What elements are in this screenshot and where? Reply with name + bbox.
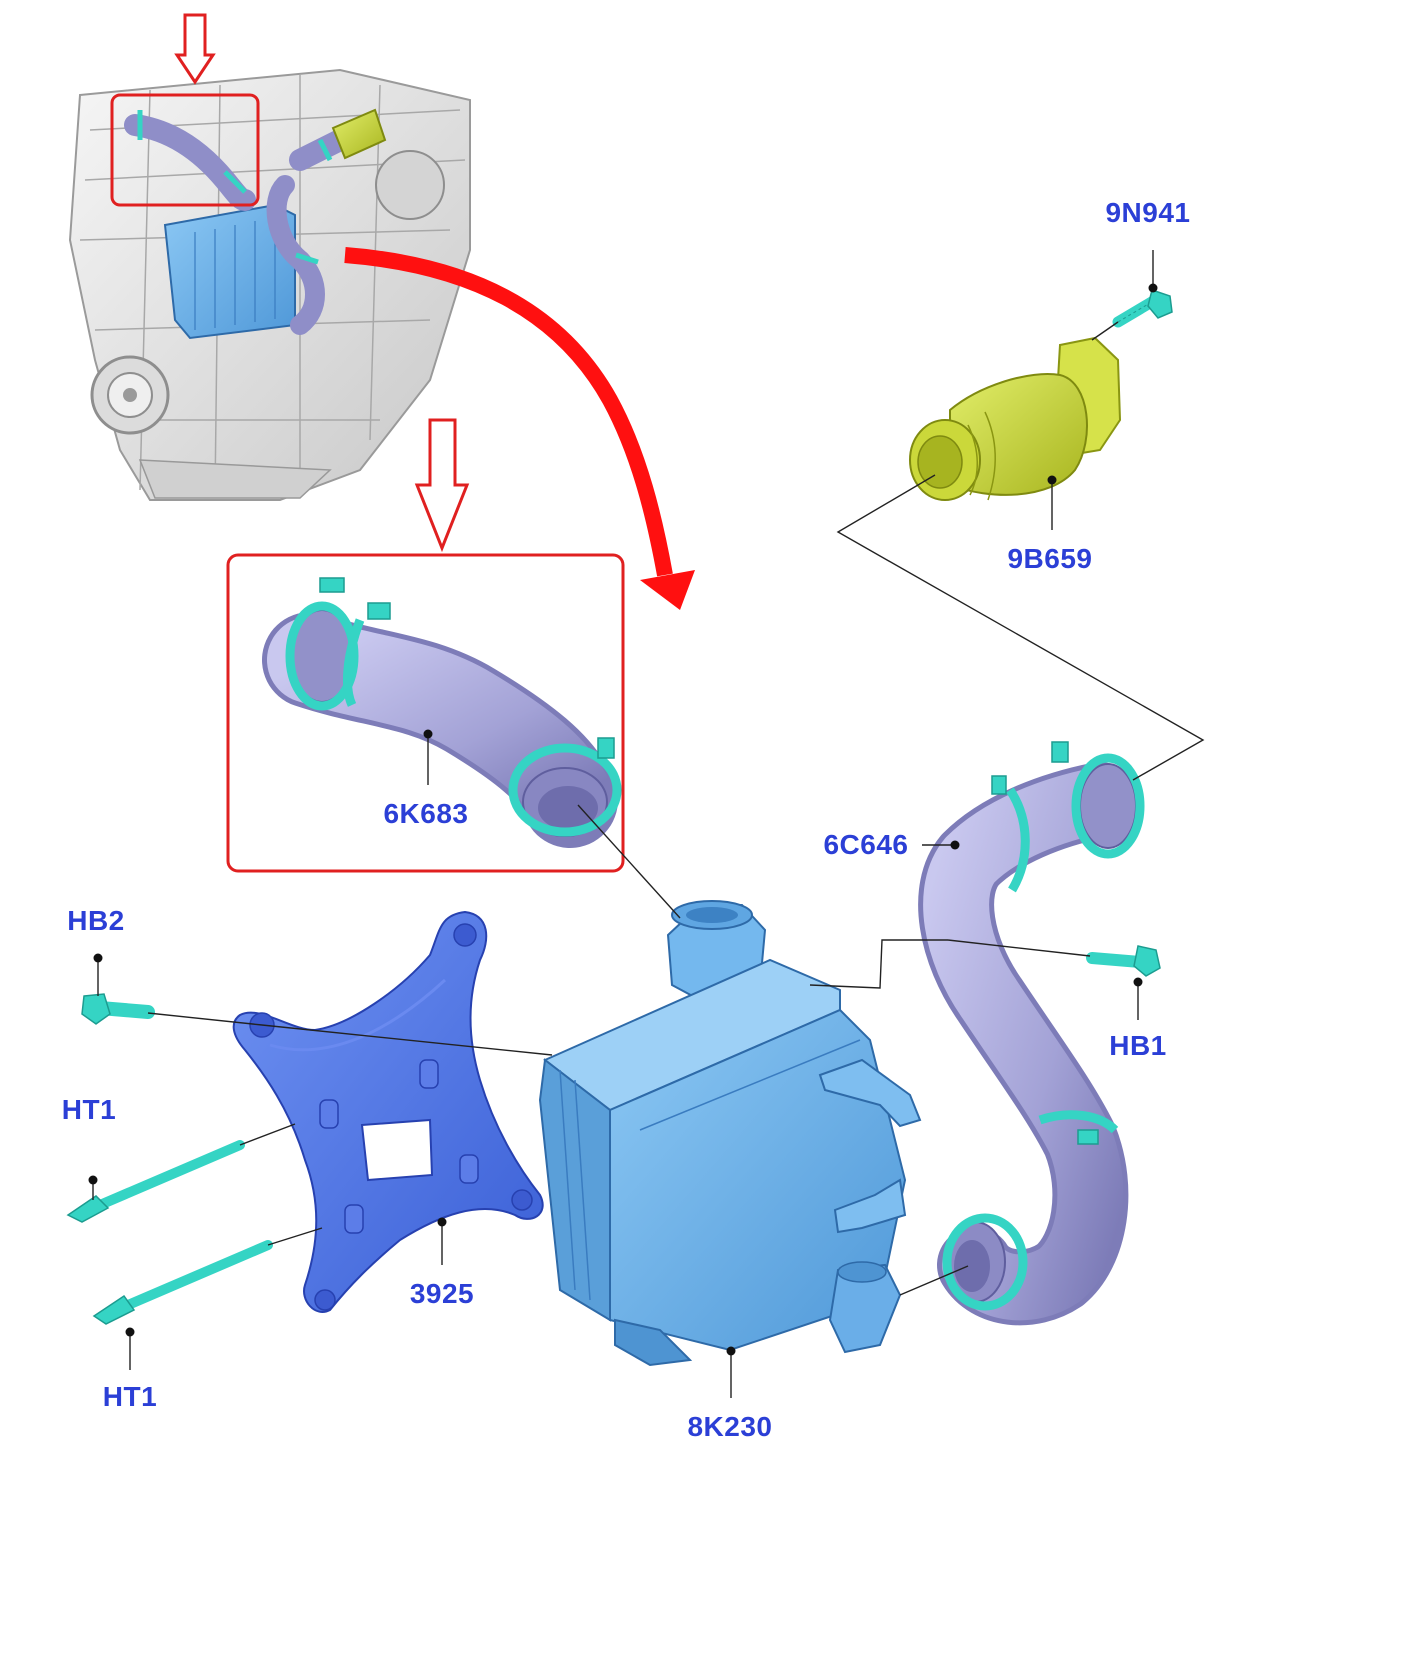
curved-arrow-icon: [344, 247, 695, 610]
engine-overview: [68, 68, 471, 501]
label-9b659: 9B659: [1007, 543, 1092, 574]
hose-6c646: [918, 741, 1145, 1326]
arrow-down-icon: [414, 418, 470, 553]
engine-intercooler-mini: [163, 203, 296, 340]
adapter-9b659: [909, 336, 1122, 501]
bolt-hb1: [1086, 945, 1161, 977]
bolt-9n941: [1112, 289, 1173, 328]
label-3925: 3925: [410, 1278, 474, 1309]
label-hb1: HB1: [1109, 1030, 1167, 1061]
label-6c646: 6C646: [823, 829, 908, 860]
bracket-3925: [232, 910, 544, 1313]
engine-highlight-box: [110, 93, 260, 207]
bolt-hb2: [81, 993, 155, 1025]
leader-dots: [88, 283, 1158, 1356]
label-8k230: 8K230: [687, 1411, 772, 1442]
arrow-down-icon: [174, 13, 216, 85]
hose-6k683: [262, 577, 622, 848]
label-6k683: 6K683: [383, 798, 468, 829]
label-hb2: HB2: [67, 905, 125, 936]
label-9n941: 9N941: [1105, 197, 1190, 228]
intercooler-8k230: [538, 900, 922, 1367]
bolt-ht1-top: [66, 1140, 245, 1223]
bolt-ht1-bottom: [92, 1240, 273, 1325]
label-ht1-bottom: HT1: [103, 1381, 157, 1412]
zoom-highlight-box: [226, 553, 625, 873]
leader-lines: [92, 250, 1205, 1398]
label-ht1-top: HT1: [62, 1094, 116, 1125]
